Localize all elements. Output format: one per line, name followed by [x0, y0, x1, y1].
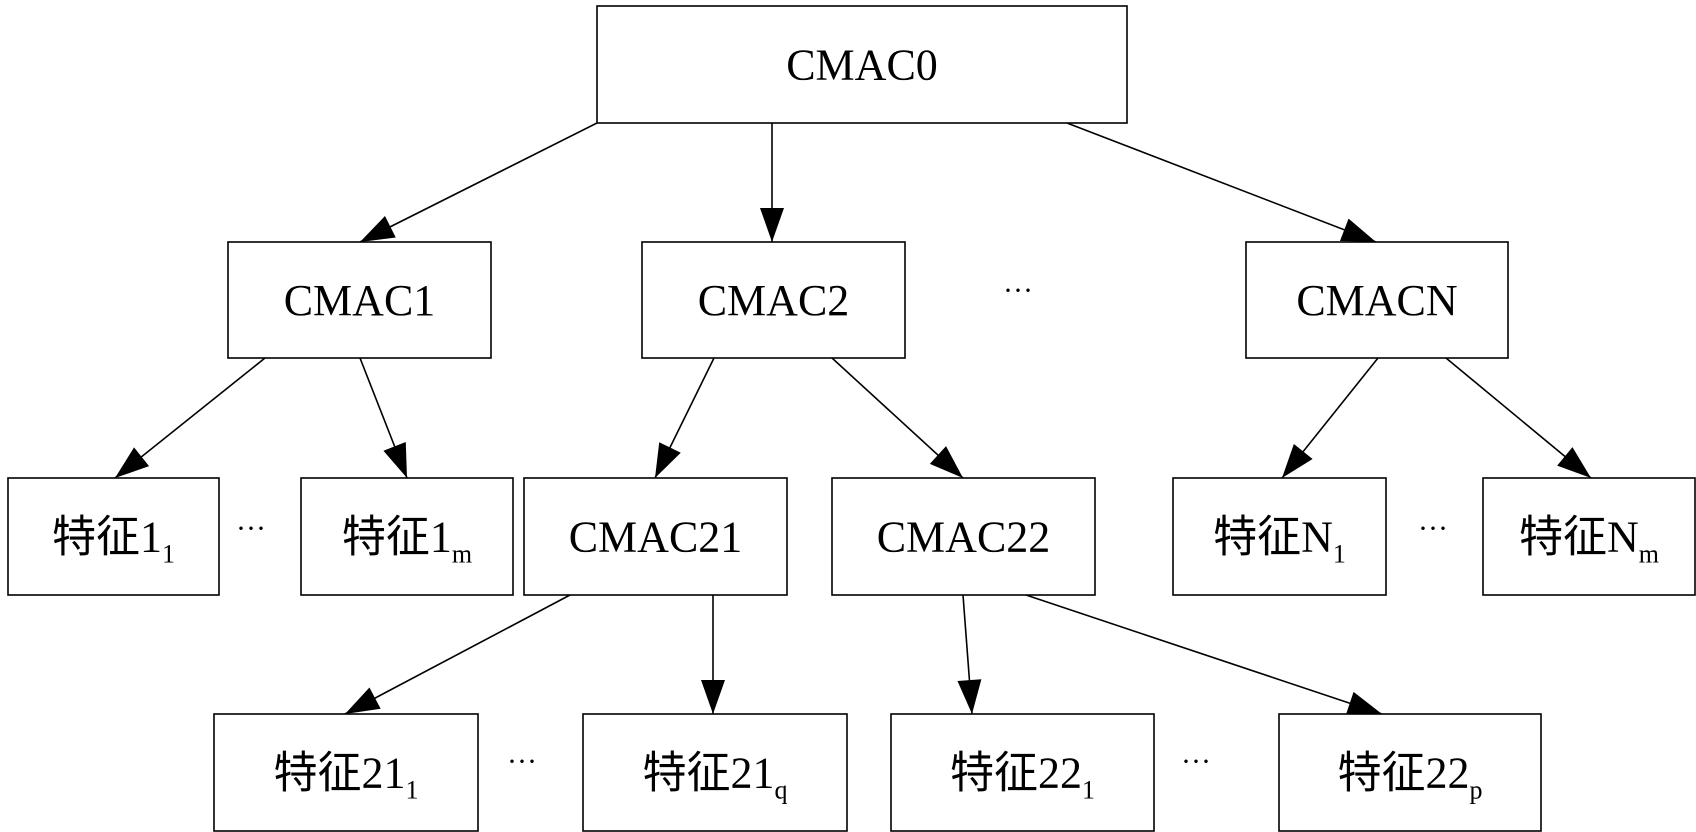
node-label-main: 特征N — [1213, 513, 1333, 562]
ellipsis-level2-right: ··· — [1418, 512, 1448, 545]
node-box — [1278, 713, 1542, 832]
node-label-main: CMAC2 — [698, 276, 850, 325]
node-label-main: CMACN — [1296, 276, 1457, 325]
node-box — [7, 477, 220, 596]
ellipsis-level1: ··· — [1003, 274, 1033, 307]
node-label-subscript: p — [1470, 776, 1483, 805]
arrowhead-cmac1-to-f1_1 — [115, 447, 150, 478]
node-label-main: 特征22 — [950, 749, 1082, 798]
arrowhead-cmac0-to-cmacn — [1339, 218, 1376, 242]
node-label: 特征Nm — [1519, 513, 1659, 569]
arrowhead-cmac21-to-f21_q — [701, 680, 725, 714]
node-label: 特征N1 — [1213, 513, 1346, 569]
node-label-main: 特征1 — [342, 513, 452, 562]
edge-cmac0-to-cmacn — [1066, 122, 1377, 243]
node-f21-1: 特征211 — [213, 713, 479, 832]
node-label: 特征11 — [52, 513, 175, 569]
node-label: CMAC0 — [786, 41, 938, 90]
node-box — [831, 477, 1096, 596]
node-label: 特征1m — [342, 513, 472, 569]
arrowhead-cmac2-to-cmac22 — [929, 446, 963, 478]
node-label-main: 特征N — [1519, 513, 1639, 562]
node-cmacn: CMACN — [1245, 241, 1509, 359]
node-box — [1172, 477, 1387, 596]
node-label: 特征21q — [643, 749, 788, 805]
node-label-main: CMAC0 — [786, 41, 938, 90]
ellipsis-level3-right: ··· — [1181, 745, 1211, 778]
arrowhead-cmac1-to-f1_m — [383, 441, 407, 478]
arrowhead-cmac2-to-cmac21 — [655, 442, 681, 478]
node-label: 特征221 — [950, 749, 1095, 805]
node-label: CMAC22 — [877, 513, 1051, 562]
edge-cmac22-to-f22_p — [1025, 594, 1383, 715]
node-label-subscript: 1 — [406, 776, 419, 805]
arrowhead-cmac22-to-f22_p — [1345, 691, 1382, 715]
node-f1-1: 特征11 — [7, 477, 220, 596]
node-cmac21: CMAC21 — [523, 477, 788, 596]
node-label: CMAC1 — [284, 276, 436, 325]
node-box — [300, 477, 514, 596]
node-label-main: 特征22 — [1338, 749, 1470, 798]
node-box — [227, 241, 492, 359]
edge-cmac21-to-f21_1 — [344, 594, 571, 715]
node-box — [213, 713, 479, 832]
node-box — [523, 477, 788, 596]
node-label-main: CMAC22 — [877, 513, 1051, 562]
edges-group — [114, 122, 1592, 715]
node-cmac0: CMAC0 — [596, 5, 1128, 124]
ellipsis-level2-left: ··· — [236, 512, 266, 545]
node-label-main: CMAC21 — [569, 513, 743, 562]
node-cmac1: CMAC1 — [227, 241, 492, 359]
node-box — [596, 5, 1128, 124]
node-label: CMAC21 — [569, 513, 743, 562]
node-label-subscript: 1 — [1082, 776, 1095, 805]
node-label: CMAC2 — [698, 276, 850, 325]
arrowhead-cmacn-to-fn_m — [1557, 447, 1591, 478]
node-label-subscript: m — [1639, 540, 1659, 569]
node-label: 特征211 — [274, 749, 419, 805]
node-box — [1482, 477, 1696, 596]
edge-cmac0-to-cmac1 — [359, 122, 598, 243]
node-label-main: CMAC1 — [284, 276, 436, 325]
node-f22-p: 特征22p — [1278, 713, 1542, 832]
node-label-main: 特征21 — [643, 749, 775, 798]
node-box — [582, 713, 848, 832]
node-label-subscript: m — [452, 540, 472, 569]
arrowhead-cmacn-to-fn_1 — [1282, 443, 1313, 478]
node-f22-1: 特征221 — [890, 713, 1155, 832]
arrowhead-cmac22-to-f22_1 — [957, 679, 982, 714]
node-f1-m: 特征1m — [300, 477, 514, 596]
node-fn-1: 特征N1 — [1172, 477, 1387, 596]
node-label-subscript: 1 — [162, 540, 175, 569]
node-label: 特征22p — [1338, 749, 1483, 805]
node-label: CMACN — [1296, 276, 1457, 325]
node-label-subscript: q — [775, 776, 788, 805]
node-fn-m: 特征Nm — [1482, 477, 1696, 596]
node-box — [890, 713, 1155, 832]
node-label-main: 特征21 — [274, 749, 406, 798]
arrowhead-cmac0-to-cmac2 — [760, 208, 784, 242]
node-f21-q: 特征21q — [582, 713, 848, 832]
node-label-subscript: 1 — [1333, 540, 1346, 569]
arrowhead-cmac0-to-cmac1 — [360, 216, 396, 242]
node-box — [641, 241, 906, 359]
node-box — [1245, 241, 1509, 359]
ellipsis-level3-left: ··· — [507, 745, 537, 778]
node-cmac2: CMAC2 — [641, 241, 906, 359]
node-cmac22: CMAC22 — [831, 477, 1096, 596]
arrowhead-cmac21-to-f21_1 — [345, 687, 381, 714]
node-label-main: 特征1 — [52, 513, 162, 562]
